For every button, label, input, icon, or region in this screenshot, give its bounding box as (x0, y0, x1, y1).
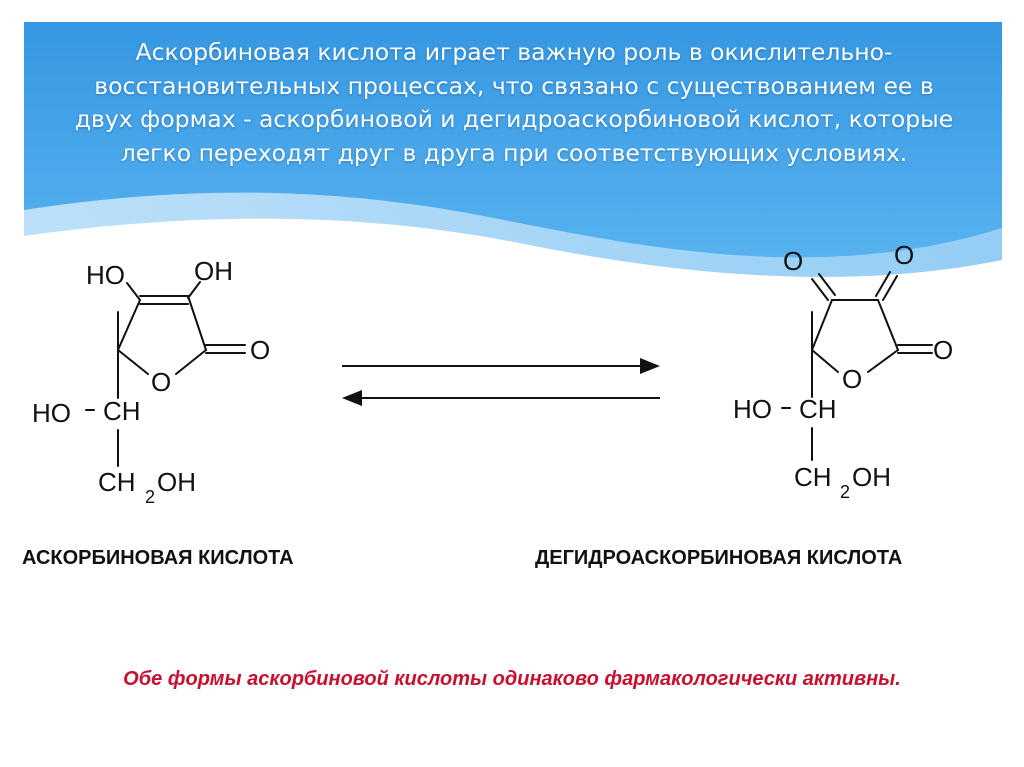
ascorbic-side-ho: HO (32, 398, 71, 428)
reverse-arrow-head (342, 390, 362, 406)
equilibrium-arrows (342, 358, 660, 406)
dehydro-carbonyl-o: O (933, 335, 953, 365)
ascorbic-ch2-oh: OH (157, 467, 196, 497)
dehydro-side-ch: CH (799, 394, 837, 424)
intro-text: Аскорбиновая кислота играет важную роль … (74, 38, 954, 167)
dehydro-ch2-oh: OH (852, 462, 891, 492)
dehydro-ring-o: O (842, 364, 862, 394)
ascorbic-carbonyl-o: O (250, 335, 270, 365)
dehydroascorbic-acid-caption: ДЕГИДРОАСКОРБИНОВАЯ КИСЛОТА (535, 547, 903, 569)
dehydro-ch2-subscript: 2 (840, 482, 850, 502)
dehydro-keto-o-left: O (783, 246, 803, 276)
header-wave-background (24, 22, 1002, 284)
dehydro-ch2-ch: CH (794, 462, 832, 492)
ascorbic-ch2-ch: CH (98, 467, 136, 497)
dehydro-keto-o-right: O (894, 240, 914, 270)
dehydro-side-ho: HO (733, 394, 772, 424)
ascorbic-ch2-subscript: 2 (145, 487, 155, 507)
pharmacology-note: Обе формы аскорбиновой кислоты одинаково… (123, 668, 901, 690)
ascorbic-ho-top: HO (86, 260, 125, 290)
ascorbic-acid-caption: АСКОРБИНОВАЯ КИСЛОТА (22, 547, 294, 569)
header-banner: Аскорбиновая кислота играет важную роль … (24, 22, 1002, 284)
ascorbic-side-ch: CH (103, 396, 141, 426)
forward-arrow-head (640, 358, 660, 374)
ascorbic-oh-top: OH (194, 256, 233, 286)
ascorbic-ring-o: O (151, 367, 171, 397)
